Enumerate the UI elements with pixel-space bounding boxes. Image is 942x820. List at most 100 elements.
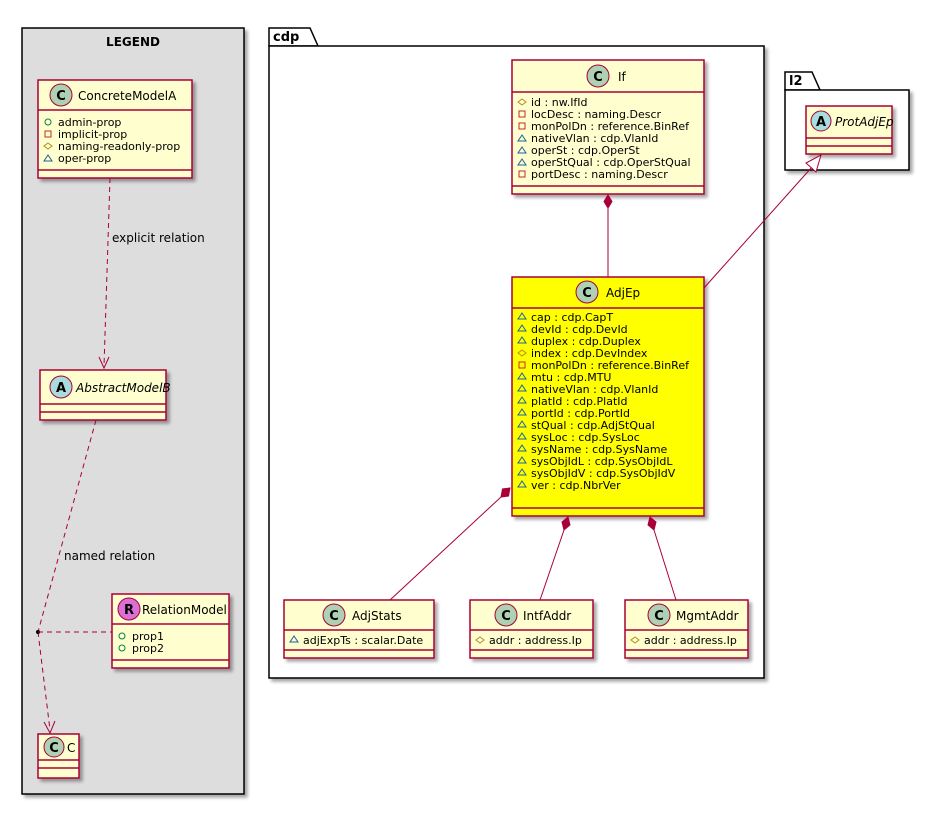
attribute-row: monPolDn : reference.BinRef (518, 359, 690, 372)
svg-text:prop1: prop1 (132, 630, 164, 643)
composition-if-adjep (603, 194, 613, 277)
attribute-row: implicit-prop (44, 128, 127, 141)
class-abstract-model-b[interactable]: A AbstractModelB (39, 369, 171, 421)
protected-visibility-icon (475, 636, 485, 644)
public-visibility-icon (44, 118, 52, 126)
class-relation-model[interactable]: R RelationModel prop1 prop2 (111, 593, 230, 669)
svg-text:index : cdp.DevIndex: index : cdp.DevIndex (531, 347, 648, 360)
svg-text:portId : cdp.PortId: portId : cdp.PortId (531, 407, 630, 420)
attribute-row: cap : cdp.CapT (517, 311, 613, 324)
private-visibility-icon (518, 122, 526, 130)
svg-text:implicit-prop: implicit-prop (58, 128, 127, 141)
svg-text:R: R (124, 603, 134, 618)
class-circle-icon: C (49, 83, 73, 107)
inheritance-adjep-protadjep (703, 153, 822, 289)
class-circle-icon: C (322, 603, 346, 627)
private-visibility-icon (518, 361, 526, 369)
relation-circle-icon: R (117, 597, 141, 621)
svg-text:devId : cdp.DevId: devId : cdp.DevId (531, 323, 628, 336)
class-name: RelationModel (142, 603, 227, 617)
svg-text:C: C (49, 741, 59, 756)
private-visibility-icon (518, 170, 526, 178)
svg-text:portDesc : naming.Descr: portDesc : naming.Descr (531, 168, 668, 181)
svg-text:nativeVlan : cdp.VlanId: nativeVlan : cdp.VlanId (531, 132, 658, 145)
attribute-row: addr : address.Ip (630, 634, 737, 647)
class-circle-icon: C (647, 603, 671, 627)
class-name: AdjEp (606, 286, 640, 300)
svg-text:C: C (654, 609, 664, 624)
svg-text:C: C (582, 286, 592, 301)
legend-title: LEGEND (106, 35, 160, 49)
named-relation-label: named relation (64, 549, 155, 563)
protected-visibility-icon (517, 98, 527, 106)
composition-diamond (603, 194, 613, 209)
explicit-relation-arrow (98, 177, 111, 370)
attribute-row: devId : cdp.DevId (517, 323, 628, 336)
svg-text:prop2: prop2 (132, 642, 164, 655)
svg-text:sysObjIdL : cdp.SysObjIdL: sysObjIdL : cdp.SysObjIdL (531, 455, 673, 468)
attribute-row: nativeVlan : cdp.VlanId (517, 383, 658, 396)
class-protadjep[interactable]: A ProtAdjEp (805, 105, 894, 155)
attribute-row: stQual : cdp.AdjStQual (517, 419, 655, 432)
svg-text:locDesc : naming.Descr: locDesc : naming.Descr (531, 108, 662, 121)
class-c[interactable]: C C (37, 733, 80, 779)
package-visibility-icon (517, 468, 527, 476)
svg-text:id : nw.IfId: id : nw.IfId (531, 96, 588, 109)
class-name: AbstractModelB (75, 381, 171, 395)
svg-text:sysLoc : cdp.SysLoc: sysLoc : cdp.SysLoc (531, 431, 640, 444)
attribute-row: portId : cdp.PortId (517, 407, 630, 420)
abstract-circle-icon: A (49, 375, 73, 399)
svg-text:C: C (56, 89, 66, 104)
class-adjstats[interactable]: C AdjStats adjExpTs : scalar.Date (283, 599, 435, 659)
composition-adjep-intfaddr (539, 516, 571, 601)
attribute-row: nativeVlan : cdp.VlanId (517, 132, 658, 145)
private-visibility-icon (518, 110, 526, 118)
composition-adjep-mgmtaddr (647, 516, 677, 601)
svg-text:addr : address.Ip: addr : address.Ip (644, 634, 737, 647)
attribute-row: admin-prop (44, 116, 121, 129)
inheritance-arrowhead (805, 153, 822, 173)
package-visibility-icon (517, 432, 527, 440)
class-name: AdjStats (352, 609, 402, 623)
package-visibility-icon (517, 444, 527, 452)
class-name: IntfAddr (523, 609, 571, 623)
svg-text:ver : cdp.NbrVer: ver : cdp.NbrVer (531, 479, 621, 492)
composition-diamond (561, 516, 571, 531)
protected-visibility-icon (43, 142, 53, 150)
attribute-row: operStQual : cdp.OperStQual (517, 156, 691, 169)
svg-text:platId : cdp.PlatId: platId : cdp.PlatId (531, 395, 628, 408)
svg-text:sysName : cdp.SysName: sysName : cdp.SysName (531, 443, 668, 456)
class-circle-icon: C (43, 736, 65, 758)
class-concrete-model-a[interactable]: C ConcreteModelA admin-prop implicit-pro… (37, 79, 193, 179)
attribute-row: adjExpTs : scalar.Date (289, 634, 423, 647)
class-name: ConcreteModelA (78, 89, 177, 103)
svg-text:nativeVlan : cdp.VlanId: nativeVlan : cdp.VlanId (531, 383, 658, 396)
package-visibility-icon (517, 420, 527, 428)
class-name: C (67, 741, 75, 755)
package-visibility-icon (289, 635, 299, 643)
svg-text:monPolDn : reference.BinRef: monPolDn : reference.BinRef (531, 359, 690, 372)
composition-diamond (500, 487, 511, 498)
class-if[interactable]: C If id : nw.IfId locDesc : naming.Descr… (511, 59, 705, 195)
composition-diamond (647, 516, 657, 531)
attribute-row: oper-prop (43, 152, 111, 165)
package-visibility-icon (517, 396, 527, 404)
class-adjep[interactable]: C AdjEp cap : cdp.CapT devId : cdp.DevId… (511, 276, 705, 517)
package-visibility-icon (517, 372, 527, 380)
attribute-row: monPolDn : reference.BinRef (518, 120, 690, 133)
class-intfaddr[interactable]: C IntfAddr addr : address.Ip (469, 599, 594, 659)
attribute-row: prop1 (118, 630, 164, 643)
svg-text:A: A (816, 115, 826, 130)
attribute-row: ver : cdp.NbrVer (517, 479, 621, 492)
attribute-row: duplex : cdp.Duplex (517, 335, 641, 348)
svg-text:C: C (501, 609, 511, 624)
class-mgmtaddr[interactable]: C MgmtAddr addr : address.Ip (624, 599, 749, 659)
explicit-relation-label: explicit relation (112, 231, 205, 245)
svg-text:duplex : cdp.Duplex: duplex : cdp.Duplex (531, 335, 641, 348)
svg-text:addr : address.Ip: addr : address.Ip (489, 634, 582, 647)
attribute-row: operSt : cdp.OperSt (517, 144, 640, 157)
package-visibility-icon (517, 480, 527, 488)
attribute-row: sysObjIdV : cdp.SysObjIdV (517, 467, 676, 480)
package-title: l2 (789, 74, 803, 89)
attribute-row: sysLoc : cdp.SysLoc (517, 431, 640, 444)
